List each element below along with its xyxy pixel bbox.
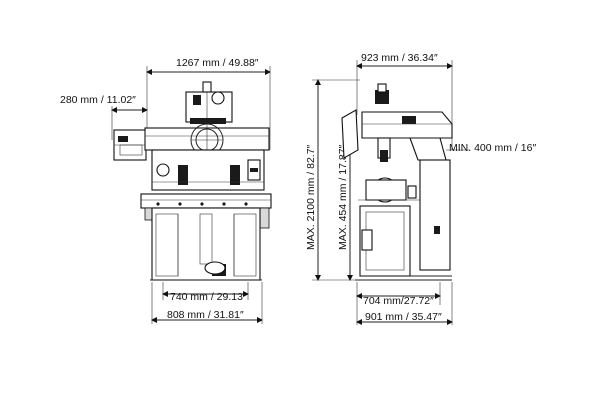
max-table-height-label: MAX. 454 mm / 17.87″ [337,144,349,250]
side-base-depth-label: 704 mm/27.72″ [363,295,434,307]
base-width-label: 808 mm / 31.81″ [167,309,244,321]
side-view: 923 mm / 36.34″ MIN. 400 mm / 16″ [341,52,536,325]
side-offset-label: 280 mm / 11.02″ [60,94,136,106]
upper-head [144,81,270,157]
front-view: 1267 mm / 49.88″ 280 mm / 11.02″ [60,57,272,324]
side-motor [113,129,147,161]
front-base [150,207,262,281]
side-head [341,83,453,162]
side-depth-label: 923 mm / 36.34″ [361,52,438,64]
side-total-depth-label: 901 mm / 35.47″ [365,311,442,323]
front-body [151,149,265,191]
side-middle [358,177,420,203]
min-height-label: MIN. 400 mm / 16″ [449,142,536,154]
front-width-label: 1267 mm / 49.88″ [176,57,259,69]
side-base [355,159,452,281]
max-height-label: MAX. 2100 mm / 82.7″ [305,144,317,250]
height-dimensions: MAX. 2100 mm / 82.7″ MAX. 454 mm / 17.87… [305,79,360,281]
table-width-label: 740 mm / 29.13″ [170,291,247,303]
front-table [140,193,272,229]
